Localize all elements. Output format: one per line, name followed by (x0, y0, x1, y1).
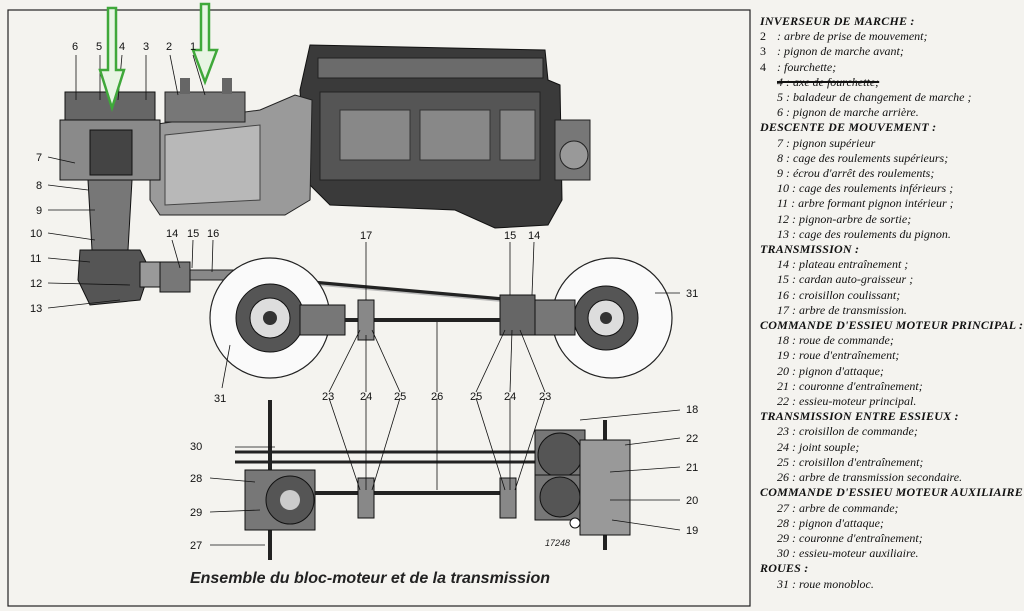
legend-item-text: : fourchette; (777, 59, 837, 74)
legend-item: 5 : baladeur de changement de marche ; (777, 90, 972, 105)
transmission-diagram: 6 5 4 3 2 1 7 8 9 10 11 12 13 14 15 16 1… (7, 2, 751, 607)
callout-27: 27 (190, 540, 202, 552)
callout-19: 19 (686, 525, 698, 537)
legend-item: 2 : arbre de prise de mouvement; (760, 29, 1022, 44)
legend-item: 23 : croisillon de commande; (777, 424, 918, 439)
legend-item: 13 : cage des roulements du pignon. (777, 226, 951, 241)
callout-16: 16 (207, 228, 219, 240)
callout-9: 9 (36, 205, 42, 217)
figure-number: 17248 (545, 538, 570, 548)
legend-item: 17 : arbre de transmission. (777, 302, 907, 317)
callout-7: 7 (36, 152, 42, 164)
callout-4: 4 (119, 41, 125, 53)
callout-10: 10 (30, 228, 42, 240)
callout-11: 11 (30, 253, 41, 265)
legend-item: 20 : pignon d'attaque; (777, 363, 884, 378)
callout-8: 8 (36, 180, 42, 192)
legend-item: 4 : axe de fourchette; (777, 74, 880, 89)
legend-item: 31 : roue monobloc. (777, 576, 874, 591)
legend-section-title: TRANSMISSION : (760, 242, 860, 257)
legend: INVERSEUR DE MARCHE :2 : arbre de prise … (760, 14, 1024, 592)
engine-block (299, 44, 591, 229)
callout-21: 21 (686, 462, 698, 474)
legend-item-text: : pignon de marche avant; (777, 44, 904, 59)
callout-31b: 31 (686, 288, 698, 300)
legend-handwritten-number: 4 (760, 59, 766, 74)
callout-5: 5 (96, 41, 102, 53)
legend-item: 9 : écrou d'arrêt des roulements; (777, 166, 935, 181)
callout-1: 1 (190, 41, 196, 53)
callout-6: 6 (72, 41, 78, 53)
callout-14a: 14 (166, 228, 178, 240)
legend-item: 29 : couronne d'entraînement; (777, 530, 923, 545)
legend-item: 18 : roue de commande; (777, 333, 894, 348)
callout-12: 12 (30, 278, 42, 290)
callout-28: 28 (190, 473, 202, 485)
lower-axles (235, 400, 631, 560)
legend-item: 16 : croisillon coulissant; (777, 287, 901, 302)
legend-item: 6 : pignon de marche arrière. (777, 105, 919, 120)
callout-13: 13 (30, 303, 42, 315)
callout-2: 2 (166, 41, 172, 53)
callout-3: 3 (143, 41, 149, 53)
legend-item: 27 : arbre de commande; (777, 500, 899, 515)
legend-item: 10 : cage des roulements inférieurs ; (777, 181, 954, 196)
legend-item-text: : arbre de prise de mouvement; (777, 29, 928, 44)
green-arrow-right (191, 2, 219, 86)
figure-caption: Ensemble du bloc-moteur et de la transmi… (189, 570, 551, 587)
legend-handwritten-number: 3 (760, 44, 766, 59)
callout-20: 20 (686, 495, 698, 507)
legend-item: 3 : pignon de marche avant; (760, 44, 1022, 59)
green-arrow-left (98, 6, 126, 113)
legend-item: 14 : plateau entraînement ; (777, 257, 909, 272)
callout-15a: 15 (187, 228, 199, 240)
legend-item: 24 : joint souple; (777, 439, 860, 454)
gearbox (149, 78, 313, 216)
legend-section-title: COMMANDE D'ESSIEU MOTEUR AUXILIAIRE : (760, 485, 1024, 500)
legend-item: 12 : pignon-arbre de sortie; (777, 211, 912, 226)
legend-item: 28 : pignon d'attaque; (777, 515, 884, 530)
callout-18: 18 (686, 404, 698, 416)
callout-31a: 31 (214, 393, 226, 405)
callout-25b: 25 (470, 391, 482, 403)
legend-item: 11 : arbre formant pignon intérieur ; (777, 196, 954, 211)
callout-26: 26 (431, 391, 443, 403)
callout-23b: 23 (539, 391, 551, 403)
legend-section-title: COMMANDE D'ESSIEU MOTEUR PRINCIPAL : (760, 318, 1024, 333)
legend-item: 30 : essieu-moteur auxiliaire. (777, 546, 919, 561)
legend-item: 4 : fourchette; (760, 60, 1022, 75)
legend-item: 21 : couronne d'entraînement; (777, 378, 923, 393)
legend-item: 19 : roue d'entraînement; (777, 348, 900, 363)
callout-24b: 24 (504, 391, 516, 403)
callout-23a: 23 (322, 391, 334, 403)
callout-14b: 14 (528, 230, 540, 242)
callout-15b: 15 (504, 230, 516, 242)
callout-25a: 25 (394, 391, 406, 403)
legend-section-title: DESCENTE DE MOUVEMENT : (760, 120, 937, 135)
legend-handwritten-number: 2 (760, 29, 766, 44)
legend-section-title: INVERSEUR DE MARCHE : (760, 14, 915, 28)
legend-section-title: ROUES : (760, 561, 809, 576)
callout-22: 22 (686, 433, 698, 445)
callout-30: 30 (190, 441, 202, 453)
callout-29: 29 (190, 507, 202, 519)
legend-item: 7 : pignon supérieur (777, 135, 876, 150)
legend-item: 8 : cage des roulements supérieurs; (777, 150, 949, 165)
green-arrows (98, 2, 219, 113)
legend-item: 26 : arbre de transmission secondaire. (777, 470, 963, 485)
legend-section-title: TRANSMISSION ENTRE ESSIEUX : (760, 409, 959, 424)
callout-17: 17 (360, 230, 372, 242)
legend-item: 15 : cardan auto-graisseur ; (777, 272, 914, 287)
diagram-svg: 6 5 4 3 2 1 7 8 9 10 11 12 13 14 15 16 1… (7, 2, 751, 607)
legend-item: 25 : croisillon d'entraînement; (777, 454, 924, 469)
callouts: 6 5 4 3 2 1 7 8 9 10 11 12 13 14 15 16 1… (30, 41, 698, 552)
legend-item: 22 : essieu-moteur principal. (777, 394, 917, 409)
frame (7, 9, 751, 607)
callout-24a: 24 (360, 391, 372, 403)
leader-lines (47, 54, 681, 546)
